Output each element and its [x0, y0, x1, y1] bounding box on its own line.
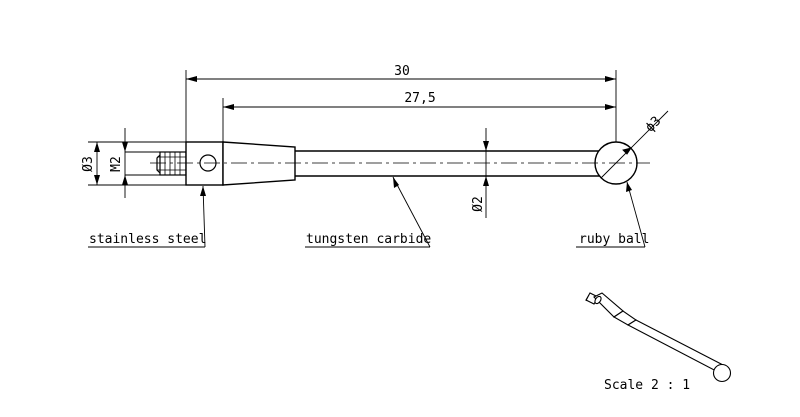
dim-shaft-diameter-label: Ø2: [471, 196, 486, 212]
leader-ruby-ball: [576, 181, 646, 248]
tungsten-carbide-shaft: [295, 150, 603, 177]
scale-label: Scale 2 : 1: [604, 378, 690, 393]
label-stainless-steel: stainless steel: [89, 232, 206, 247]
dimension-30: [185, 70, 617, 142]
label-tungsten-carbide: tungsten carbide: [306, 232, 431, 247]
stainless-steel-body: [185, 141, 224, 186]
dimension-ball-diameter: [600, 110, 669, 179]
threaded-stud: [156, 151, 187, 176]
isometric-view: [585, 292, 732, 383]
dimension-body-diameter: [88, 141, 186, 186]
dimension-thread: [122, 128, 160, 198]
tapered-section: [222, 141, 296, 186]
dim-30-label: 30: [394, 64, 410, 79]
label-ruby-ball: ruby ball: [579, 232, 649, 247]
dim-thread-label: M2: [109, 156, 124, 172]
leader-tungsten-carbide: [305, 176, 431, 248]
dim-27-5-label: 27,5: [404, 91, 435, 106]
dim-ball-diameter-label: ϕ3: [643, 114, 665, 136]
leader-stainless-steel: [88, 185, 206, 248]
dimension-27-5: [222, 98, 616, 142]
dim-body-diameter-label: Ø3: [81, 156, 96, 172]
dimension-shaft-diameter: [483, 128, 489, 218]
